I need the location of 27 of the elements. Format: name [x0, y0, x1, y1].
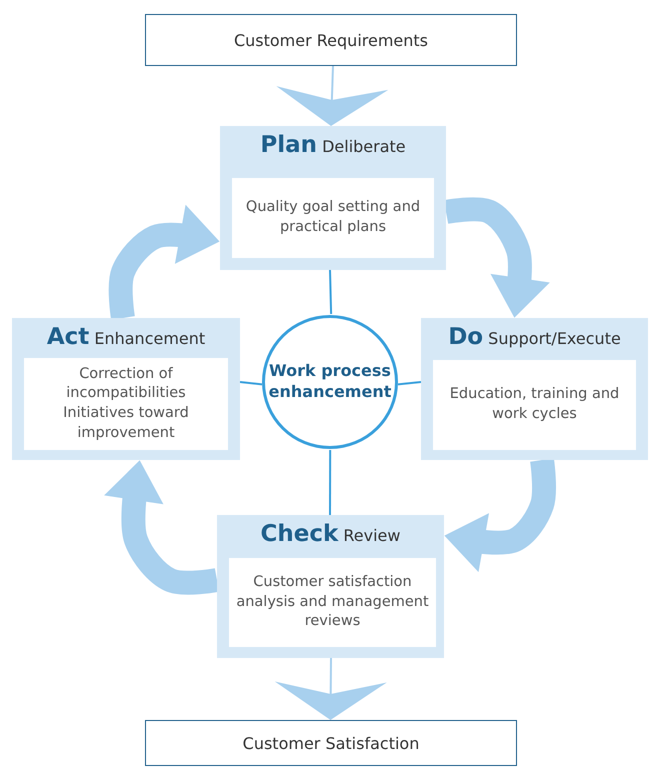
cycle-arrow [444, 458, 556, 572]
connector-line [240, 381, 262, 386]
phase-panel [421, 318, 648, 460]
description-text: Initiatives toward improvement [62, 404, 190, 443]
description-text: Quality goal setting and practical plans [244, 198, 422, 237]
phase-panel [220, 126, 446, 270]
connector-line [329, 450, 332, 515]
phase-heading: Plan Deliberate [259, 132, 407, 158]
description-text: Customer satisfaction analysis and management reviews [235, 573, 430, 632]
description-text: Correction of incompatibilities [65, 364, 187, 404]
phase-heading: Do Support/Execute [447, 324, 622, 350]
cycle-arrow [108, 204, 220, 320]
connector-line [329, 270, 332, 314]
box-label: Customer Requirements [234, 30, 428, 50]
chevron-arrow [276, 66, 388, 126]
phase-panel [217, 515, 444, 658]
cycle-arrow [104, 460, 219, 595]
phase-heading: Check Review [260, 521, 402, 547]
terminal-box [145, 720, 517, 766]
connector-line [398, 381, 422, 386]
box-label: Customer Satisfaction [242, 734, 420, 752]
terminal-box [145, 14, 517, 66]
phase-heading: Act Enhancement [46, 324, 206, 350]
phase-panel [12, 318, 240, 460]
chevron-arrow [274, 658, 387, 720]
center-label: Work process enhancement [268, 361, 392, 403]
description-text: Education, training and work cycles [448, 385, 620, 424]
